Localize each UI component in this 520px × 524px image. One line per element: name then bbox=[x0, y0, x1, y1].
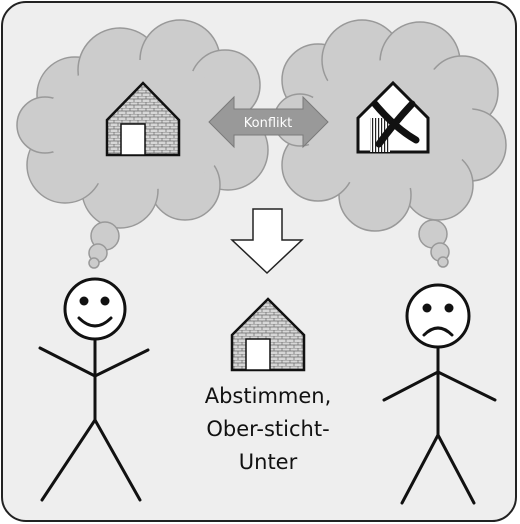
caption-line-1: Abstimmen, bbox=[205, 384, 332, 408]
sad-face-icon bbox=[405, 283, 471, 349]
sad-stick-figure bbox=[382, 283, 497, 505]
right-thought-cloud bbox=[273, 19, 507, 232]
right-thought-bubbles bbox=[418, 219, 450, 268]
down-arrow bbox=[230, 208, 304, 275]
caption: Abstimmen, Ober-sticht- Unter bbox=[205, 384, 332, 474]
result-brick-house-icon bbox=[230, 297, 306, 372]
left-thought-bubbles bbox=[88, 221, 120, 269]
happy-stick-figure bbox=[38, 277, 150, 502]
caption-line-2: Ober-sticht- bbox=[206, 417, 329, 441]
conflict-double-arrow: Konflikt bbox=[208, 95, 329, 149]
crossed-out-house-icon bbox=[356, 80, 430, 154]
brick-house-icon bbox=[105, 81, 181, 157]
happy-face-icon bbox=[63, 277, 127, 341]
caption-line-3: Unter bbox=[239, 450, 298, 474]
conflict-label: Konflikt bbox=[244, 116, 293, 131]
